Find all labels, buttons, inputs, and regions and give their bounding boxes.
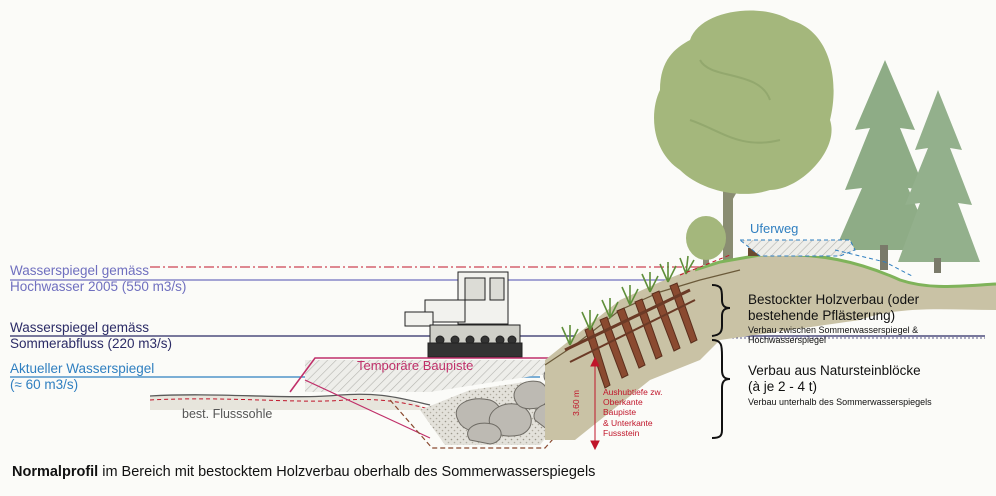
caption-rest: im Bereich mit bestocktem Holzverbau obe… bbox=[98, 464, 596, 480]
holzverbau-subtitle-line1: Verbau zwischen Sommerwasserspiegel & bbox=[748, 325, 919, 335]
uferweg-label: Uferweg bbox=[750, 221, 799, 236]
hochwasser-label: Wasserspiegel gemäss Hochwasser 2005 (55… bbox=[10, 263, 186, 294]
excavation-line bbox=[389, 399, 591, 449]
aktuell-label-line2: (≈ 60 m3/s) bbox=[10, 376, 79, 392]
naturstein-title: Verbau aus Natursteinblöcke (à je 2 - 4 … bbox=[748, 363, 921, 394]
brace-natursteine bbox=[711, 339, 731, 439]
uferweg-area bbox=[738, 239, 856, 257]
sommer-label: Wasserspiegel gemäss Sommerabfluss (220 … bbox=[10, 320, 172, 351]
holzverbau-title: Bestockter Holzverbau (oder bestehende P… bbox=[748, 292, 919, 323]
figure-caption: Normalprofil im Bereich mit bestocktem H… bbox=[12, 464, 595, 480]
aushub-line: Fussstein bbox=[603, 427, 640, 438]
wooden-stakes bbox=[564, 282, 698, 389]
deciduous-tree bbox=[654, 10, 834, 260]
aushub-line: Baupiste bbox=[603, 407, 637, 418]
baupiste-fill bbox=[305, 350, 590, 392]
naturstein-title-line2: (à je 2 - 4 t) bbox=[748, 378, 818, 394]
aktuell-label: Aktueller Wasserspiegel (≈ 60 m3/s) bbox=[10, 361, 154, 392]
naturstein-subtitle: Verbau unterhalb des Sommerwasserspiegel… bbox=[748, 397, 932, 407]
hochwasser-label-line1: Wasserspiegel gemäss bbox=[10, 263, 150, 278]
aktuell-label-line1: Aktueller Wasserspiegel bbox=[10, 361, 155, 376]
spruce-tree bbox=[898, 90, 980, 273]
aushub-line: Aushubtiefe zw. bbox=[603, 387, 663, 397]
hw-slope-line bbox=[679, 254, 731, 276]
holzverbau-title-line2: bestehende Pflästerung) bbox=[748, 307, 896, 323]
holzverbau-title-line1: Bestockter Holzverbau (oder bbox=[748, 292, 920, 307]
aushub-label: Aushubtiefe zw. Oberkante Baupiste & Unt… bbox=[603, 387, 663, 438]
holzverbau-subtitle: Verbau zwischen Sommerwasserspiegel & Ho… bbox=[748, 325, 918, 346]
excavator bbox=[404, 271, 523, 358]
naturstein-title-line1: Verbau aus Natursteinblöcke bbox=[748, 363, 921, 378]
caption-bold: Normalprofil bbox=[12, 464, 99, 480]
riverbed-line bbox=[149, 393, 431, 406]
aushub-line: & Unterkante bbox=[603, 417, 653, 428]
sommer-label-line2: Sommerabfluss (220 m3/s) bbox=[10, 335, 173, 351]
aushub-line: Oberkante bbox=[603, 397, 643, 408]
depth-label: 3.60 m bbox=[571, 390, 581, 416]
hochwasser-label-line2: Hochwasser 2005 (550 m3/s) bbox=[10, 278, 187, 294]
brace-holzverbau bbox=[711, 284, 731, 337]
holzverbau-subtitle-line2: Hochwasserspiegel bbox=[748, 335, 827, 346]
riverbed-red-line bbox=[149, 398, 433, 411]
baupiste-line bbox=[289, 357, 560, 393]
sommer-label-line1: Wasserspiegel gemäss bbox=[10, 320, 150, 335]
uferweg-extension bbox=[834, 249, 913, 277]
flusssohle-label: best. Flusssohle bbox=[182, 407, 273, 421]
depth-dimension bbox=[590, 356, 600, 451]
small-tree bbox=[686, 216, 726, 265]
baupiste-slope bbox=[304, 379, 431, 439]
baupiste-label: Temporäre Baupiste bbox=[357, 358, 474, 373]
